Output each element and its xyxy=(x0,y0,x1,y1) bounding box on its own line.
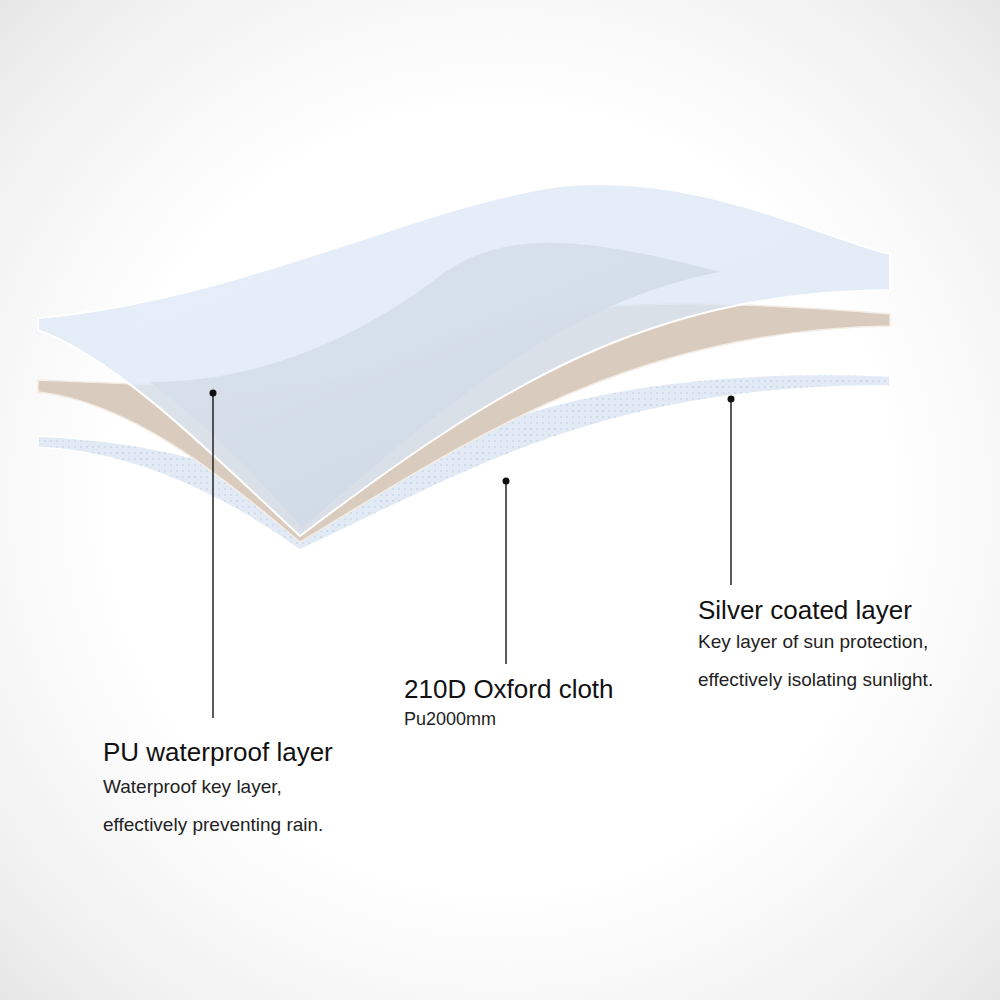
leader-lines xyxy=(210,390,735,719)
layer-description: Waterproof key layer, effectively preven… xyxy=(103,768,348,844)
layer-name: Silver coated layer xyxy=(698,595,912,625)
layer-name: PU waterproof layer xyxy=(103,737,333,767)
layer-spec: Pu2000mm xyxy=(404,707,496,731)
layer-name: 210D Oxford cloth xyxy=(404,674,614,704)
layer-description: Key layer of sun protection, effectively… xyxy=(698,623,988,699)
pu-layer xyxy=(38,184,890,536)
